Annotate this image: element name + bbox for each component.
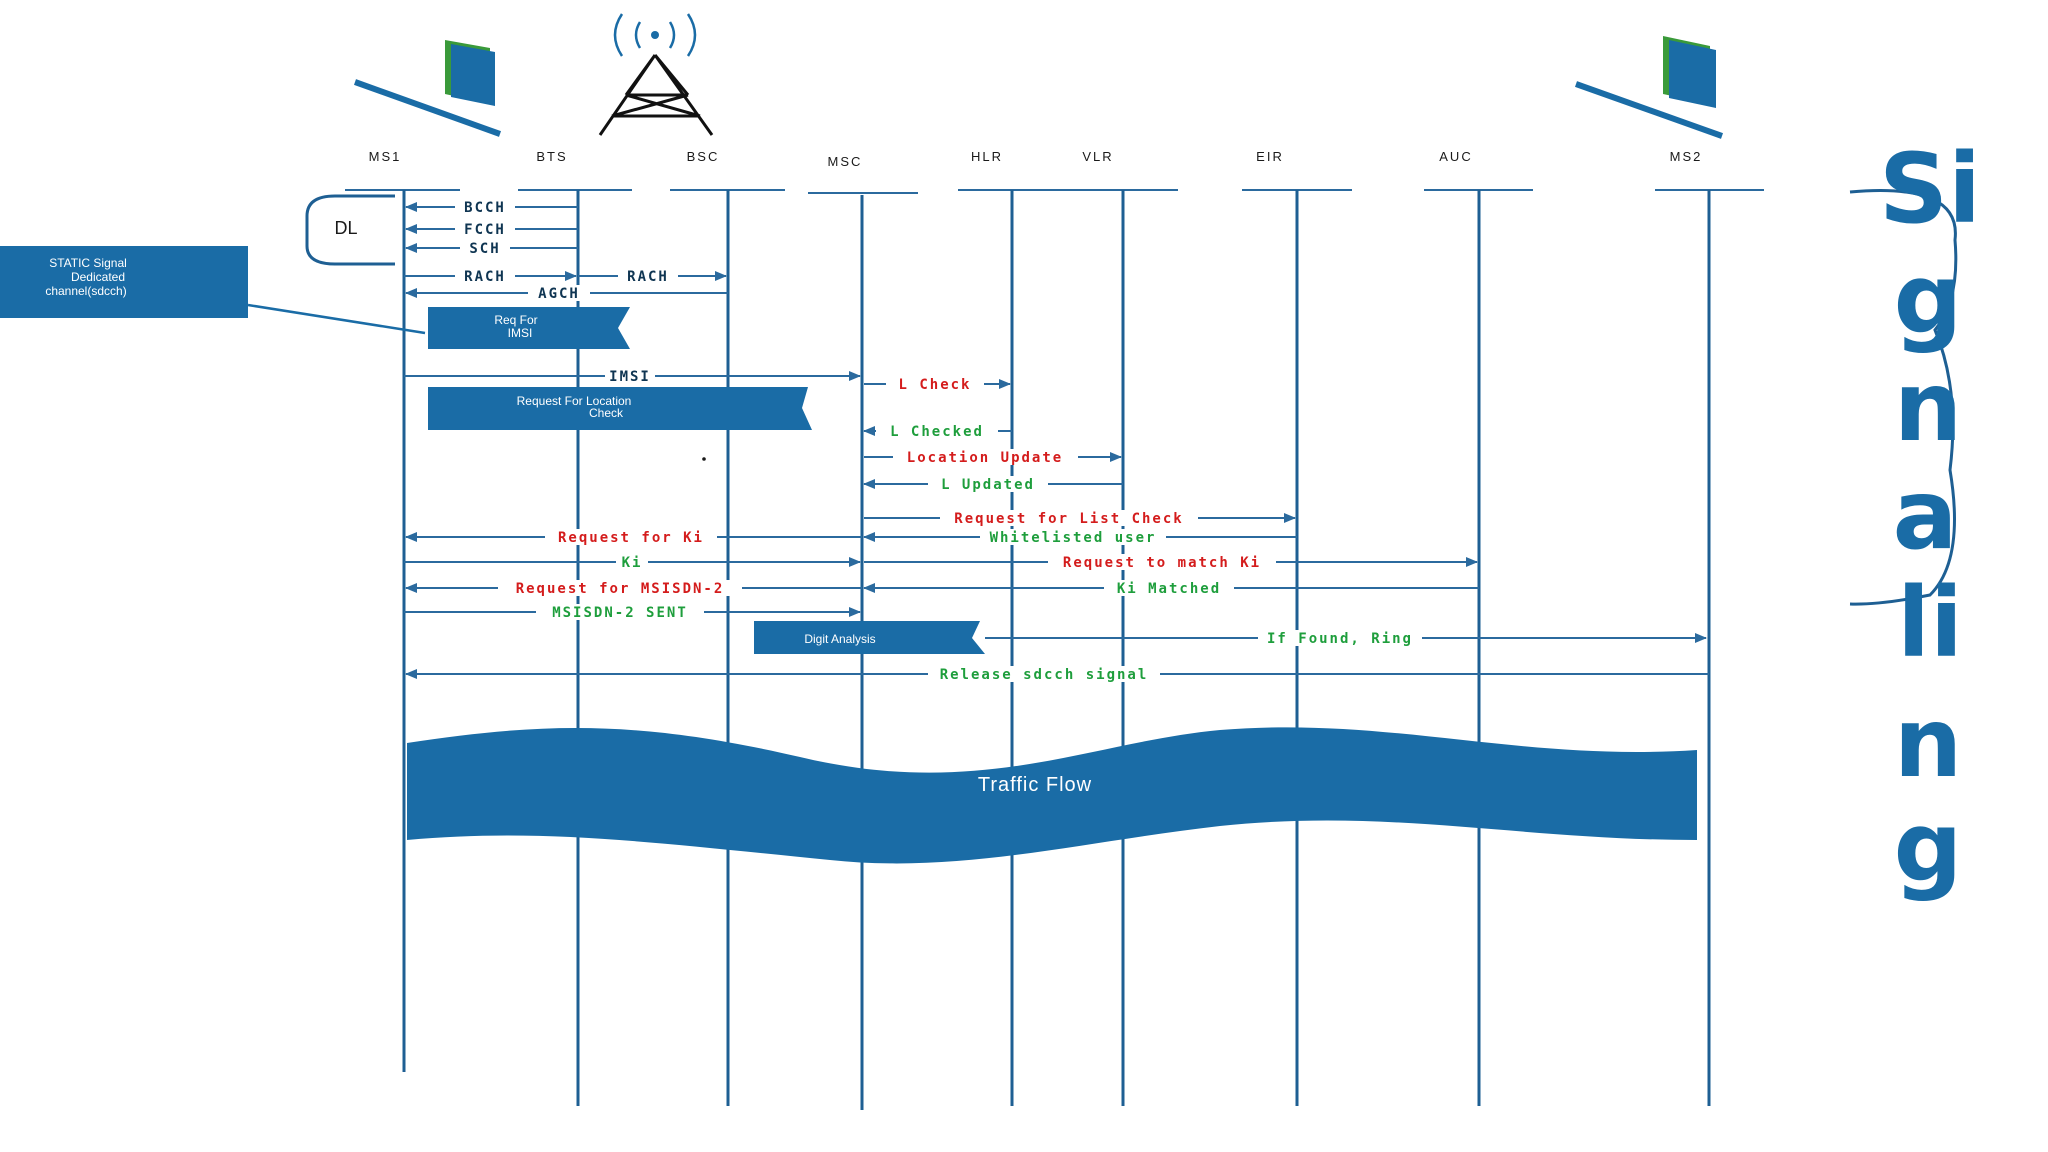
msg-l-check: L Check [898, 377, 971, 393]
msg-rach-1: RACH [464, 269, 506, 285]
title-part-5: li [1897, 567, 1963, 679]
traffic-flow-label: Traffic Flow [978, 774, 1092, 796]
note-line-2: Dedicated [71, 270, 125, 284]
msg-sch: SCH [469, 241, 500, 257]
box-digit-analysis: Digit Analysis [754, 621, 985, 654]
note-line-1: STATIC Signal [49, 256, 127, 270]
traffic-flow-banner: Traffic Flow [407, 727, 1697, 864]
entity-label-hlr: HLR [971, 149, 1003, 164]
msg-fcch: FCCH [464, 222, 506, 238]
dl-bracket: DL [305, 194, 395, 266]
msg-imsi: IMSI [609, 369, 651, 385]
cell-tower-icon [598, 13, 714, 136]
header-rules [345, 189, 1764, 194]
messages: BCCH FCCH SCH RACH RACH AGCH IMSI L Chec… [404, 199, 1709, 683]
msg-request-for-ki: Request for Ki [558, 530, 704, 546]
entity-label-auc: AUC [1439, 149, 1472, 164]
note-line-3: channel(sdcch) [45, 284, 126, 298]
msg-whitelisted-user: Whitelisted user [990, 530, 1157, 546]
title-part-4: a [1893, 459, 1958, 571]
entity-label-ms1: MS1 [369, 149, 402, 164]
signaling-side-title: Si g n a li n g [1849, 133, 1981, 903]
lifelines [402, 190, 1711, 1110]
entity-label-ms2: MS2 [1670, 149, 1703, 164]
entity-label-bts: BTS [536, 149, 567, 164]
msg-if-found-ring: If Found, Ring [1267, 631, 1413, 647]
title-part-7: g [1894, 791, 1963, 903]
stray-dot [702, 457, 706, 461]
box-request-location: Request For Location Check [428, 387, 812, 430]
msg-release-sdcch: Release sdcch signal [940, 667, 1149, 683]
msg-l-updated: L Updated [941, 477, 1035, 493]
msg-agch: AGCH [538, 286, 580, 302]
title-part-1: Si [1879, 133, 1981, 245]
box-request-location-line-1: Request For Location [517, 394, 632, 408]
msg-request-list-check: Request for List Check [954, 511, 1183, 527]
static-signal-note: STATIC Signal Dedicated channel(sdcch) [0, 246, 426, 335]
msg-request-match-ki: Request to match Ki [1063, 555, 1261, 571]
box-req-imsi: Req For IMSI [428, 307, 630, 349]
title-part-6: n [1894, 687, 1962, 799]
msg-location-update: Location Update [907, 450, 1063, 466]
msg-l-checked: L Checked [890, 424, 984, 440]
msg-ki-matched: Ki Matched [1117, 581, 1221, 597]
dl-label: DL [334, 218, 357, 238]
entity-label-bsc: BSC [687, 149, 720, 164]
box-req-imsi-line-1: Req For [494, 313, 537, 327]
msg-ki: Ki [622, 555, 643, 571]
title-part-2: g [1894, 243, 1963, 355]
msg-bcch: BCCH [464, 200, 506, 216]
entity-label-msc: MSC [828, 154, 863, 169]
box-request-location-line-2: Check [589, 406, 624, 420]
entity-label-vlr: VLR [1082, 149, 1113, 164]
ms2-laptop-icon [1574, 36, 1724, 139]
msg-rach-2: RACH [627, 269, 669, 285]
entity-label-eir: EIR [1256, 149, 1284, 164]
msg-request-msisdn: Request for MSISDN-2 [516, 581, 725, 597]
title-part-3: n [1894, 351, 1962, 463]
box-req-imsi-line-2: IMSI [508, 326, 533, 340]
msg-msisdn-sent: MSISDN-2 SENT [552, 605, 688, 621]
box-digit-analysis-label: Digit Analysis [804, 632, 875, 646]
ms1-laptop-icon [353, 40, 502, 137]
